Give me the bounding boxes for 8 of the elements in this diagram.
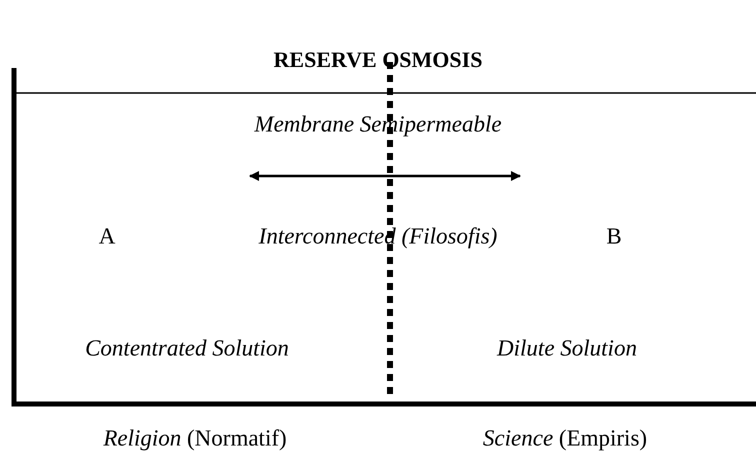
interconnection-label: Interconnected (Filosofis) (258, 223, 498, 249)
caption-label: Science (Empiris) (482, 425, 648, 451)
side-label: B (606, 223, 622, 249)
solution-label: Dilute Solution (497, 335, 637, 361)
side-label: A (98, 223, 116, 249)
solution-label: Contentrated Solution (85, 335, 289, 361)
caption-label: Religion (Normatif) (103, 425, 287, 451)
title: RESERVE OSMOSIS (274, 48, 482, 72)
